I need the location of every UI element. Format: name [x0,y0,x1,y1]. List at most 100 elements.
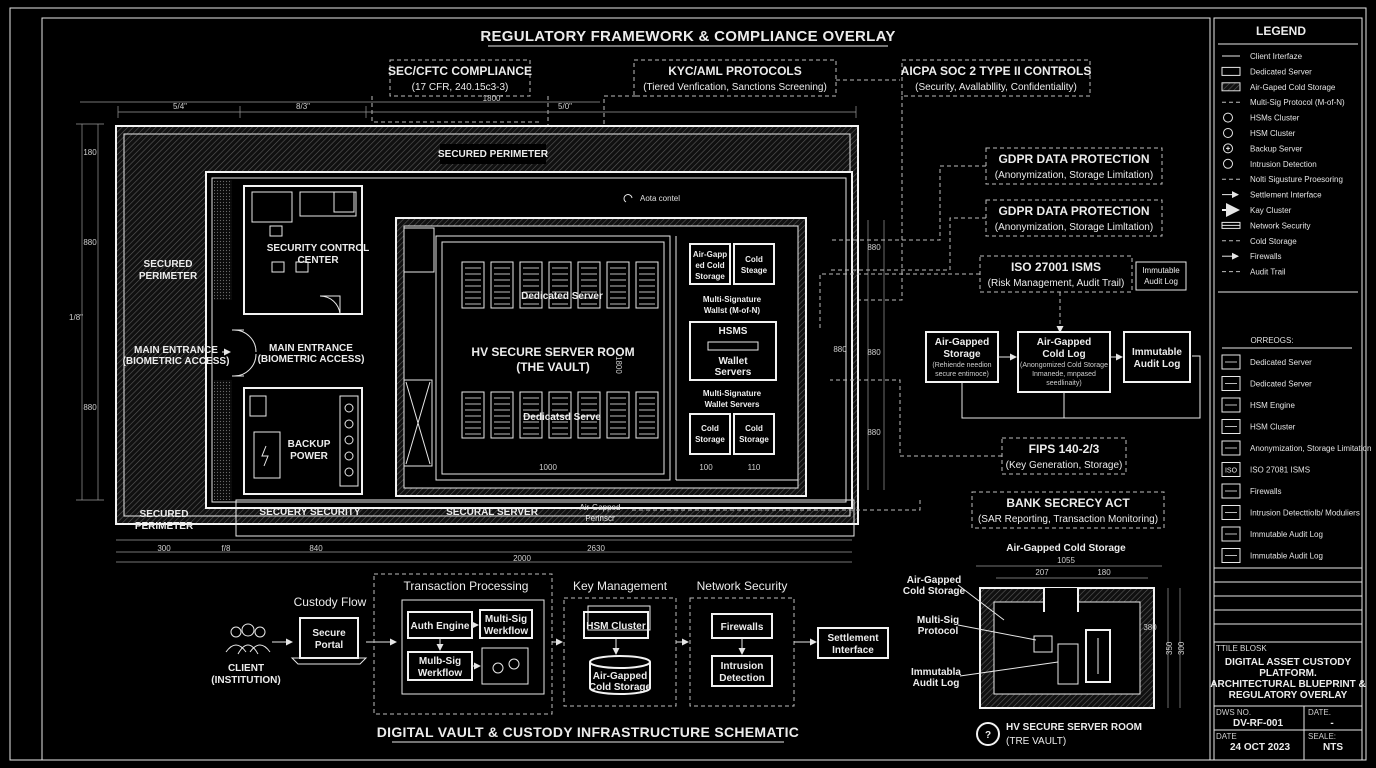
detail-title: Air-Gapped Cold Storage [1006,543,1126,554]
svg-text:Cold: Cold [745,424,763,433]
svg-text:1055: 1055 [1057,556,1075,565]
svg-text:Audit Log: Audit Log [1144,277,1178,286]
svg-text:HSM Cluster: HSM Cluster [586,621,646,632]
svg-text:Multi-Signature: Multi-Signature [703,389,762,398]
svg-text:HSMS: HSMS [719,326,748,337]
svg-text:Inmanede, mnpased: Inmanede, mnpased [1032,371,1096,378]
secural-server-label: SECURAL SERVER [446,507,539,518]
symbol-label: Anonymization, Storage Limitation [1250,444,1371,453]
svg-text:207: 207 [1035,568,1049,577]
legend-frame [1213,17,1363,761]
svg-text:Servers: Servers [715,367,752,378]
svg-text:POWER: POWER [290,451,329,462]
symbol-label: Firewalls [1250,487,1282,496]
svg-text:880: 880 [83,238,97,247]
detail-callout-circle [976,722,1000,746]
circle-plus-icon [1223,143,1233,154]
symbol-label: HSM Engine [1250,401,1295,410]
sec-compliance-box: SEC/CFTC COMPLIANCE (17 CFR, 240.15c3-3) [388,59,532,97]
title-block: TTILE BLOSK DIGITAL ASSET CUSTODY PLATFO… [1210,567,1366,760]
symbol-label: Dedicated Server [1250,358,1312,367]
svg-text:Cold: Cold [701,424,719,433]
legend-label: Firewalls [1250,252,1282,261]
server-rack [577,391,601,439]
svg-text:GDPR DATA PROTECTION: GDPR DATA PROTECTION [998,204,1149,218]
legend-label: Kay Cluster [1250,206,1292,215]
svg-text:840: 840 [309,544,323,553]
svg-text:1800": 1800" [483,94,504,103]
svg-text:TTILE BLOSK: TTILE BLOSK [1216,644,1267,653]
intrusion-detection-box: Intrusion Detection [711,655,773,687]
svg-text:?: ? [985,730,991,741]
svg-text:(TRE VAULT): (TRE VAULT) [1006,736,1066,747]
legend-item: Multi-Sig Protocol (M-of-N) [1222,98,1345,107]
svg-text:(SAR Reporting, Transaction Mo: (SAR Reporting, Transaction Monitoring) [978,514,1158,525]
svg-text:380: 380 [1143,623,1157,632]
legend-label: Nolti Sigusture Proesoring [1250,175,1343,184]
air-gapped-cold-db: Air-Gapped Cold Storage [589,655,652,695]
svg-text:PERIMETER: PERIMETER [139,271,198,282]
detail-air-gapped-label: Air-Gapped [907,575,961,586]
svg-text:(BIOMETRIC ACCESS): (BIOMETRIC ACCESS) [258,354,365,365]
svg-text:180: 180 [1097,568,1111,577]
hsm-cluster-box: HSM Cluster [583,605,651,639]
legend-label: Settlement Interface [1250,191,1322,200]
gdpr-box-1: GDPR DATA PROTECTION (Anonymization, Sto… [985,147,1163,185]
client-institution: CLIENT (INSTITUTION) [211,623,281,686]
aicpa-soc2-box: AICPA SOC 2 TYPE II CONTROLS (Security, … [901,59,1091,97]
svg-text:Storage: Storage [695,272,725,281]
svg-text:CLIENT: CLIENT [228,663,264,674]
symbol-label: Intrusion Detecttiolb/ Moduliers [1250,509,1360,518]
svg-text:(Security, Avallabllity, Confi: (Security, Avallabllity, Confidentiality… [915,82,1077,93]
symbol-item: HSM Cluster [1221,419,1296,434]
legend-item: Client Irterfaze [1222,52,1303,61]
svg-text:(BIOMETRIC ACCESS): (BIOMETRIC ACCESS) [123,356,230,367]
svg-text:MAIN ENTRANCE: MAIN ENTRANCE [269,343,353,354]
svg-text:Perinscr: Perinscr [585,514,615,523]
symbol-item: Firewalls [1221,483,1282,499]
custody-flow-label: Custody Flow [294,595,367,609]
server-rack [519,391,543,439]
svg-text:Firewalls: Firewalls [721,622,764,633]
symbol-label: Immutable Audit Log [1250,552,1323,561]
settlement-interface: Settlement Interface [817,627,889,659]
symbol-item: Immutable Audit Log [1221,548,1323,563]
symbol-item: Intrusion Detecttiolb/ Moduliers [1221,505,1360,520]
symbol-icon [1221,483,1241,499]
svg-text:FIPS 140-2/3: FIPS 140-2/3 [1029,442,1100,456]
server-rack [635,391,659,439]
key-management-label: Key Management [573,579,668,593]
gdpr-box-2: GDPR DATA PROTECTION (Anonymization, Sto… [985,199,1163,237]
symbol-icon-text: ISO [1225,468,1238,475]
server-rack [548,391,572,439]
svg-text:180: 180 [83,148,97,157]
symbol-label: Dedicated Server [1250,380,1312,389]
svg-text:Werkflow: Werkflow [484,626,528,637]
svg-text:Audit Log: Audit Log [1134,359,1181,370]
legend-item: Air-Gaped Cold Storage [1221,82,1336,92]
vault-room [395,217,807,497]
transaction-processing-label: Transaction Processing [404,579,529,593]
server-rack [635,261,659,309]
svg-text:Cold Log: Cold Log [1042,349,1085,360]
hatch-icon [1221,82,1241,92]
svg-text:ARCHITECTURAL BLUEPRINT &: ARCHITECTURAL BLUEPRINT & [1210,679,1365,690]
svg-text:Cold Storage: Cold Storage [903,586,966,597]
symbol-icon [1221,462,1241,477]
legend-item: Settlement Interface [1222,191,1322,200]
symbol-icon [1221,397,1241,413]
legend-label: Air-Gaped Cold Storage [1250,83,1336,92]
legend-item: Dedicated Server [1221,66,1312,76]
secuery-security-label: SECUERY SECURITY [259,507,360,518]
backup-power-room: BACKUP POWER [243,387,363,495]
server-rack [606,391,630,439]
auth-engine: Auth Engine [407,611,473,639]
svg-text:-: - [1330,718,1333,729]
svg-text:DATE: DATE [1216,732,1237,741]
svg-text:DWS NO.: DWS NO. [1216,708,1251,717]
detail-multisig-label: Multi-Sig [917,615,959,626]
dedicated-server-bottom: Dedicatsd Serve [523,412,601,423]
legend-label: Cold Storage [1250,237,1297,246]
symbol-icon [1221,419,1241,434]
